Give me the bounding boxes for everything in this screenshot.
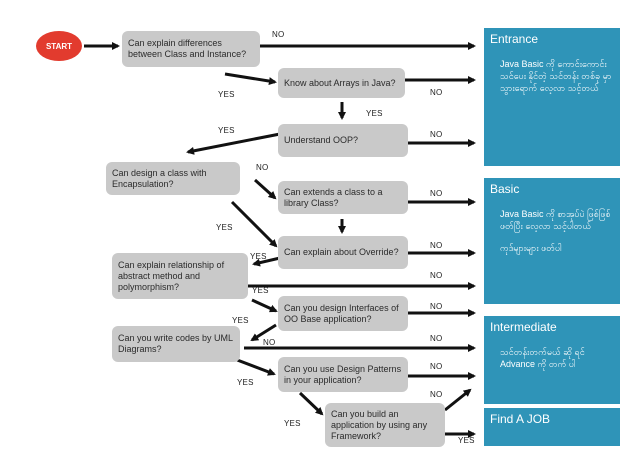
label-no: NO: [256, 163, 269, 172]
panel-intermediate: Intermediate သင်တန်းတက်မယ် ဆို ရင် Advan…: [484, 316, 620, 404]
label-no: NO: [430, 390, 443, 399]
label-no: NO: [430, 88, 443, 97]
arrow-enc-yes: [230, 200, 278, 248]
panel-title: Basic: [490, 182, 520, 196]
label-no: NO: [272, 30, 285, 39]
label-yes: YES: [250, 252, 267, 261]
arrow-uml-yes: [231, 356, 276, 376]
label-no: NO: [430, 241, 443, 250]
label-no: NO: [263, 338, 276, 347]
panel-title: Find A JOB: [490, 412, 551, 426]
label-yes: YES: [458, 436, 475, 445]
node-arrays: Know about Arrays in Java?: [278, 68, 405, 98]
panel-title: Intermediate: [490, 320, 557, 334]
arrow-override-yes: [252, 256, 281, 267]
node-override: Can explain about Override?: [278, 236, 408, 269]
arrow-framework-no: [444, 388, 472, 412]
arrow-enc-no: [253, 178, 277, 200]
panel-title: Entrance: [490, 32, 539, 46]
node-framework: Can you build an application by using an…: [325, 403, 445, 447]
node-oop: Understand OOP?: [278, 124, 408, 157]
node-class-instance: Can explain differences between Class an…: [122, 31, 260, 67]
start-node: START: [36, 31, 82, 61]
label-no: NO: [430, 334, 443, 343]
label-yes: YES: [216, 223, 233, 232]
panel-text: Java Basic ကို ကောင်းကောင်း သင်ပေး နိုင်…: [500, 59, 612, 93]
label-yes: YES: [218, 126, 235, 135]
panel-body: Java Basic ကို ကောင်းကောင်း သင်ပေး နိုင်…: [500, 58, 614, 94]
panel-text: Java Basic ကို စာအုပ်ပဲ ဖြစ်ဖြစ် ဖတ်ပြီး…: [500, 209, 611, 231]
label-no: NO: [430, 271, 443, 280]
label-yes: YES: [237, 378, 254, 387]
label-yes: YES: [252, 286, 269, 295]
label-no: NO: [430, 362, 443, 371]
panel-basic: Basic Java Basic ကို စာအုပ်ပဲ ဖြစ်ဖြစ် ဖ…: [484, 178, 620, 304]
node-interfaces: Can you design Interfaces of OO Base app…: [278, 296, 408, 331]
panel-find-job: Find A JOB: [484, 408, 620, 446]
label-yes: YES: [232, 316, 249, 325]
node-uml: Can you write codes by UML Diagrams?: [112, 326, 240, 362]
node-abstract: Can explain relationship of abstract met…: [112, 253, 248, 299]
label-yes: YES: [284, 419, 301, 428]
panel-body: Java Basic ကို စာအုပ်ပဲ ဖြစ်ဖြစ် ဖတ်ပြီး…: [500, 208, 614, 254]
arrow-abstract-yes: [251, 298, 278, 313]
arrow-patterns-yes: [298, 391, 324, 416]
label-no: NO: [430, 302, 443, 311]
label-no: NO: [430, 189, 443, 198]
panel-text: ကုဒ်များများ ဖတ်ပါ: [500, 243, 562, 253]
panel-body: သင်တန်းတက်မယ် ဆို ရင် Advance ကို တက် ပါ: [500, 346, 614, 370]
label-yes: YES: [366, 109, 383, 118]
node-extends: Can extends a class to a library Class?: [278, 181, 408, 214]
arrow-oop-yes: [186, 132, 281, 155]
arrow-interfaces-yes: [250, 323, 277, 342]
label-no: NO: [430, 130, 443, 139]
node-encapsulation: Can design a class with Encapsulation?: [106, 162, 240, 195]
label-yes: YES: [218, 90, 235, 99]
panel-text: သင်တန်းတက်မယ် ဆို ရင် Advance ကို တက် ပါ: [500, 347, 585, 369]
panel-entrance: Entrance Java Basic ကို ကောင်းကောင်း သင်…: [484, 28, 620, 166]
arrow-class-yes: [224, 72, 277, 86]
node-patterns: Can you use Design Patterns in your appl…: [278, 357, 408, 392]
